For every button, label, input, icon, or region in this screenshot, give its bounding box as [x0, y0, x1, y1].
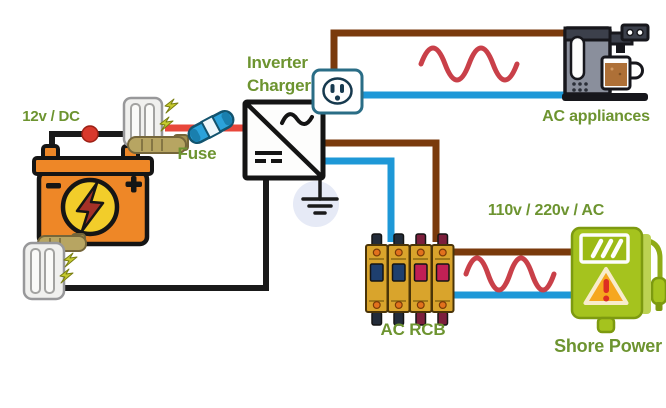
lightning-bolt-icon — [75, 181, 105, 233]
inverter-label-line2: Charger — [247, 76, 311, 95]
battery-clamp-icon — [122, 96, 189, 154]
minus-sign — [46, 183, 61, 189]
shore-power-icon — [570, 226, 666, 334]
breaker-pole-4 — [431, 233, 455, 326]
sine-wave-icon — [418, 45, 520, 83]
breaker-icon — [365, 233, 455, 326]
breaker-pole-1 — [365, 233, 389, 326]
rcb-neutral-wire — [320, 157, 395, 242]
ac-sine-symbol — [280, 112, 314, 126]
rcb-live-wire — [320, 139, 440, 242]
dc-voltage-label: 12v / DC — [22, 108, 80, 125]
inverter-charger-label: Inverter Charger — [247, 51, 327, 97]
inverter-label-line1: Inverter — [247, 53, 308, 72]
mug-handle — [630, 61, 644, 80]
shore-power-label: Shore Power — [554, 336, 662, 356]
control-panel — [620, 23, 650, 42]
meter-stripes — [590, 238, 624, 259]
shore-foot — [596, 316, 616, 334]
warning-exclamation — [603, 279, 609, 293]
outlet-face — [322, 77, 353, 105]
inverter-icon — [242, 99, 326, 181]
appliance-buttons — [572, 82, 588, 92]
outlet-icon — [311, 68, 364, 115]
fuse-label: Fuse — [177, 144, 217, 163]
sine-wave-icon — [463, 255, 557, 293]
fuse-icon — [187, 109, 235, 145]
battery-clamp-icon — [22, 233, 87, 301]
ac-rcb-label: AC RCB — [380, 320, 446, 339]
junction-dot — [81, 125, 99, 143]
fuse-band — [200, 114, 222, 140]
water-window — [569, 35, 586, 81]
appliance-live-wire — [330, 29, 566, 74]
spark-icon — [59, 252, 78, 284]
coffee — [605, 63, 627, 86]
coffee-maker-icon — [562, 23, 650, 101]
breaker-pole-2 — [387, 233, 411, 326]
spark-icon — [159, 98, 179, 132]
ground-glow — [293, 181, 339, 227]
dc-symbol — [255, 151, 282, 163]
shore-plug — [650, 276, 666, 306]
breaker-pole-3 — [409, 233, 433, 326]
battery-icon — [32, 144, 154, 247]
inverter-diagonal — [245, 102, 323, 178]
battery-lid — [32, 156, 154, 176]
ac-appliances-label: AC appliances — [542, 108, 650, 125]
ac-voltage-label: 110v / 220v / AC — [487, 202, 605, 219]
spout — [616, 44, 625, 53]
plus-sign — [125, 176, 142, 193]
dc-negative-bottom-wire — [60, 176, 269, 291]
